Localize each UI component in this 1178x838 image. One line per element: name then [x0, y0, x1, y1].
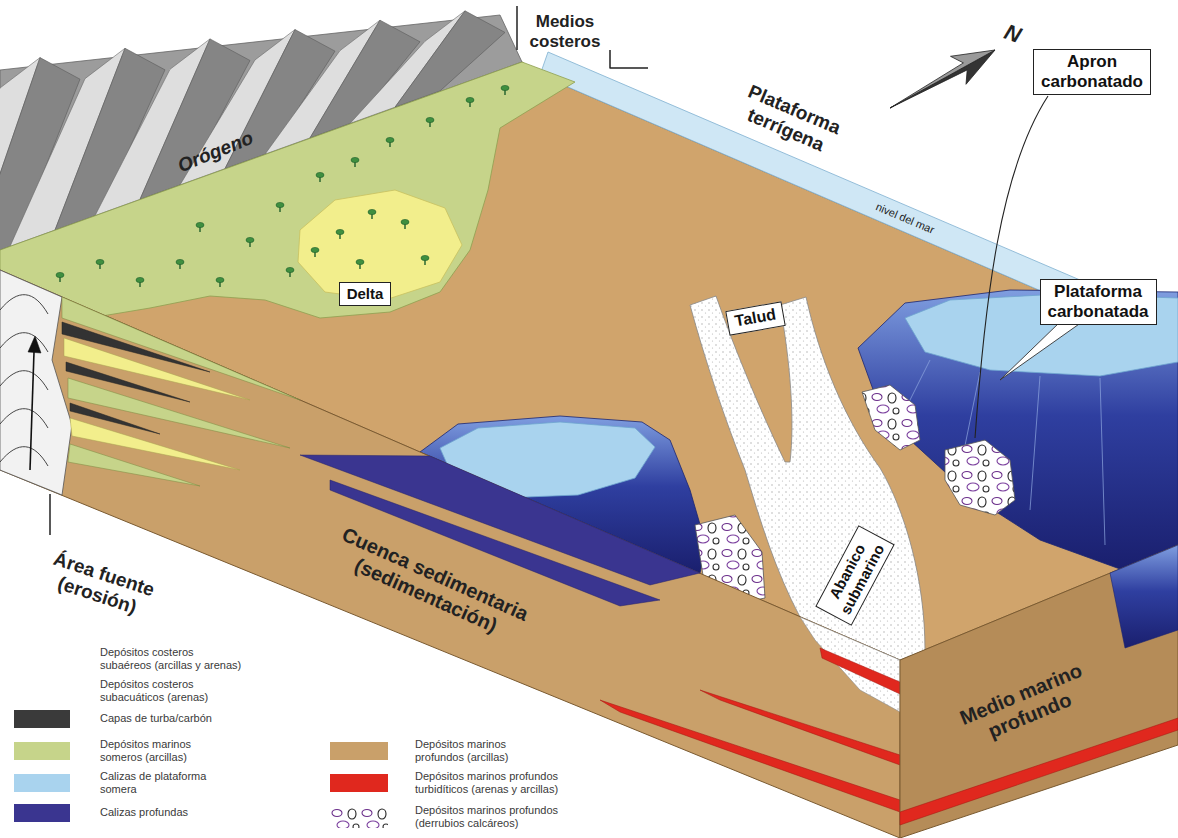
slope-line [1100, 378, 1105, 545]
box-label: Talud [732, 305, 778, 331]
tree-crown [56, 272, 64, 277]
tree-crown [246, 237, 254, 242]
label-box: Apron carbonatado [1033, 49, 1151, 95]
tree-crown [196, 222, 204, 227]
legend-swatch [330, 742, 388, 760]
label-box: Delta [339, 282, 391, 306]
pebble-sample [330, 806, 388, 828]
tree-crown [96, 259, 104, 264]
calcareous-debris [945, 440, 1015, 515]
tree-crown [368, 209, 376, 214]
label-box: Plataforma carbonatada [1040, 279, 1157, 325]
apron-leader-line [975, 96, 1048, 438]
tree-crown [336, 229, 344, 234]
shallow-clay-wedge [68, 444, 200, 486]
pattern-swatch [330, 806, 388, 828]
legend-text: Calizas profundas [100, 806, 215, 819]
box-label: Apron carbonatado [1040, 52, 1144, 91]
tree-crown [316, 172, 324, 177]
legend-text: Calizas de plataforma somera [100, 770, 215, 796]
tree-crown [356, 259, 364, 264]
tree-crown [466, 97, 474, 102]
carbonate-platform-section [1110, 545, 1178, 648]
legend-text: Depósitos costeros subaéreos (arcillas y… [100, 646, 245, 672]
legend-text: Depósitos costeros subacuáticos (arenas) [100, 678, 245, 704]
slope-line [1030, 376, 1040, 510]
fold-line [0, 409, 48, 428]
turbidite-layer [700, 690, 900, 765]
coastal-band [0, 62, 575, 318]
shallow-clay-wedge [62, 297, 300, 400]
tree-crown [136, 277, 144, 282]
bracket-line [610, 50, 648, 68]
calcareous-debris [862, 385, 920, 450]
sea-level-plane [540, 52, 1178, 350]
legend-text: Depósitos marinos profundos (derrubios c… [415, 804, 570, 830]
tree-crown [421, 255, 429, 260]
box-label: Delta [346, 285, 384, 302]
fold-line [0, 295, 48, 314]
legend-swatch [330, 774, 388, 792]
turbidite-layer [900, 718, 1178, 825]
legend-swatch [14, 710, 70, 728]
legend-text: Depósitos marinos profundos turbidíticos… [415, 770, 570, 796]
tree-crown [216, 277, 224, 282]
tree-crown [311, 247, 319, 252]
legend-text: Capas de turba/carbón [100, 712, 245, 725]
tree-crown [401, 219, 409, 224]
uplift-arrow [30, 352, 34, 470]
tree-crown [386, 137, 394, 142]
turbidite-layer [820, 648, 900, 694]
orogen-section [0, 270, 72, 495]
north-arrow-light [890, 50, 995, 108]
callout-pointer [1000, 322, 1082, 380]
turbidite-layer [600, 700, 900, 812]
front-face [0, 270, 900, 838]
bracket-line [516, 6, 518, 50]
legend-swatch [14, 774, 70, 792]
tree-crown [286, 267, 294, 272]
tree-crown [426, 117, 434, 122]
north-label: N [1000, 19, 1025, 49]
tree-crown [351, 157, 359, 162]
legend-swatch [14, 804, 70, 822]
north-arrow-dark [890, 50, 995, 108]
uplift-arrowhead [28, 336, 41, 353]
fold-line [0, 333, 48, 352]
box-label: Plataforma carbonatada [1047, 282, 1150, 321]
region-label: Área fuente (erosión) [31, 544, 169, 626]
right-face [900, 545, 1178, 838]
fold-line [0, 447, 48, 466]
tree-crown [276, 202, 284, 207]
fold-line [0, 371, 48, 390]
legend-text: Depósitos marinos someros (arcillas) [100, 738, 215, 764]
region-label: Medios costeros [529, 12, 601, 52]
legend-text: Depósitos marinos profundos (arcillas) [415, 738, 530, 764]
tree-crown [176, 259, 184, 264]
fan-section [800, 617, 900, 712]
legend-swatch [14, 742, 70, 760]
tree-crown [501, 85, 509, 90]
bracket-line [49, 494, 51, 535]
